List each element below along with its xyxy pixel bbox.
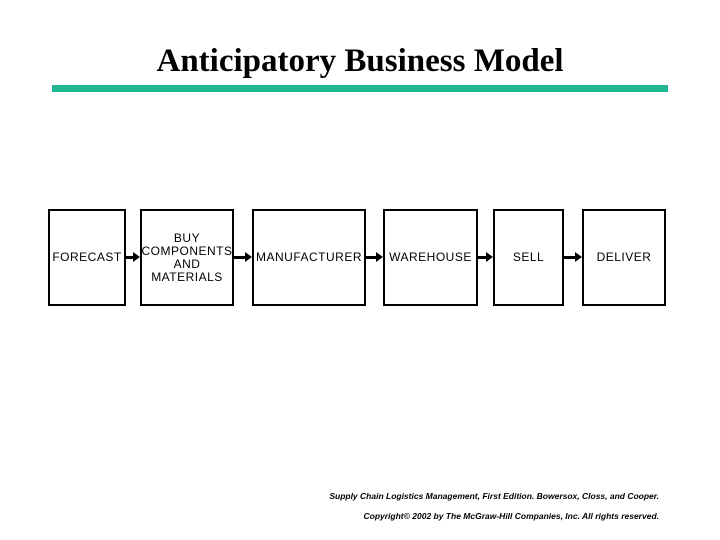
arrow-right-icon	[478, 251, 493, 263]
flow-box-deliver: DELIVER	[582, 209, 666, 306]
flow-box-label: SELL	[512, 250, 545, 264]
arrow-right-icon	[126, 251, 140, 263]
arrow-head	[376, 252, 383, 262]
flow-box-label: DELIVER	[596, 250, 652, 264]
flow-box-label: BUY COMPONENTS AND MATERIALS	[141, 230, 233, 284]
arrow-shaft	[564, 256, 577, 259]
flow-box-sell: SELL	[493, 209, 564, 306]
flow-box-buy-components: BUY COMPONENTS AND MATERIALS	[140, 209, 234, 306]
arrow-head	[245, 252, 252, 262]
citation-source-line: Supply Chain Logistics Management, First…	[329, 491, 659, 501]
arrow-head	[575, 252, 582, 262]
flow-box-label: WAREHOUSE	[389, 250, 472, 264]
title-divider-rule	[52, 85, 668, 92]
footer-citation: Supply Chain Logistics Management, First…	[329, 486, 659, 526]
arrow-shaft	[478, 256, 488, 259]
arrow-right-icon	[564, 251, 582, 263]
page-title: Anticipatory Business Model	[156, 43, 564, 79]
arrow-right-icon	[366, 251, 383, 263]
flow-box-label: FORECAST	[52, 250, 122, 264]
flow-box-manufacturer: MANUFACTURER	[252, 209, 366, 306]
arrow-head	[133, 252, 140, 262]
citation-copyright-line: Copyright© 2002 by The McGraw-Hill Compa…	[363, 511, 660, 521]
arrow-shaft	[234, 256, 247, 259]
flow-box-forecast: FORECAST	[48, 209, 126, 306]
flow-box-label: MANUFACTURER	[255, 250, 362, 264]
arrow-shaft	[126, 256, 135, 259]
arrow-right-icon	[234, 251, 252, 263]
flow-box-warehouse: WAREHOUSE	[383, 209, 478, 306]
arrow-head	[486, 252, 493, 262]
arrow-shaft	[366, 256, 378, 259]
